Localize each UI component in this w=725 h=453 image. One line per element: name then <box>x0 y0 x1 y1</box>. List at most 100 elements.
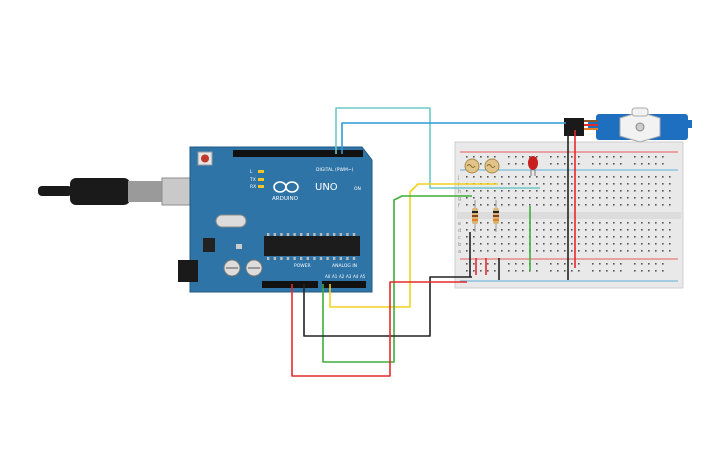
breadboard-hole[interactable] <box>536 270 538 272</box>
breadboard-hole[interactable] <box>515 176 517 178</box>
breadboard-hole[interactable] <box>501 236 503 238</box>
breadboard-hole[interactable] <box>466 229 468 231</box>
breadboard-hole[interactable] <box>550 229 552 231</box>
breadboard-hole[interactable] <box>592 204 594 206</box>
breadboard-hole[interactable] <box>529 204 531 206</box>
breadboard-hole[interactable] <box>620 250 622 252</box>
breadboard-hole[interactable] <box>578 250 580 252</box>
breadboard-hole[interactable] <box>536 236 538 238</box>
breadboard-hole[interactable] <box>641 190 643 192</box>
breadboard-hole[interactable] <box>648 222 650 224</box>
breadboard-hole[interactable] <box>662 176 664 178</box>
breadboard-hole[interactable] <box>620 197 622 199</box>
breadboard-hole[interactable] <box>578 176 580 178</box>
breadboard-hole[interactable] <box>648 156 650 158</box>
breadboard-hole[interactable] <box>648 163 650 165</box>
breadboard-hole[interactable] <box>557 190 559 192</box>
breadboard-hole[interactable] <box>662 163 664 165</box>
breadboard-hole[interactable] <box>473 250 475 252</box>
breadboard-hole[interactable] <box>529 156 531 158</box>
breadboard-hole[interactable] <box>648 236 650 238</box>
breadboard-hole[interactable] <box>466 250 468 252</box>
breadboard-hole[interactable] <box>557 176 559 178</box>
breadboard-hole[interactable] <box>634 176 636 178</box>
breadboard-hole[interactable] <box>571 243 573 245</box>
breadboard-hole[interactable] <box>550 163 552 165</box>
breadboard-hole[interactable] <box>655 229 657 231</box>
breadboard-hole[interactable] <box>571 270 573 272</box>
breadboard-hole[interactable] <box>641 229 643 231</box>
breadboard-hole[interactable] <box>529 190 531 192</box>
breadboard-hole[interactable] <box>613 190 615 192</box>
breadboard-hole[interactable] <box>522 250 524 252</box>
breadboard-hole[interactable] <box>592 197 594 199</box>
breadboard-hole[interactable] <box>669 204 671 206</box>
breadboard-hole[interactable] <box>662 190 664 192</box>
breadboard-hole[interactable] <box>487 229 489 231</box>
breadboard-hole[interactable] <box>585 236 587 238</box>
breadboard-hole[interactable] <box>655 243 657 245</box>
breadboard-hole[interactable] <box>501 204 503 206</box>
breadboard-hole[interactable] <box>620 176 622 178</box>
breadboard-hole[interactable] <box>655 197 657 199</box>
wire-yellow[interactable] <box>329 183 498 308</box>
breadboard-hole[interactable] <box>466 270 468 272</box>
breadboard-hole[interactable] <box>508 190 510 192</box>
breadboard-hole[interactable] <box>543 190 545 192</box>
breadboard-hole[interactable] <box>494 190 496 192</box>
breadboard-hole[interactable] <box>522 176 524 178</box>
breadboard-hole[interactable] <box>501 229 503 231</box>
breadboard-hole[interactable] <box>627 183 629 185</box>
breadboard-hole[interactable] <box>571 236 573 238</box>
breadboard-hole[interactable] <box>627 229 629 231</box>
breadboard-hole[interactable] <box>648 190 650 192</box>
breadboard-hole[interactable] <box>508 250 510 252</box>
breadboard-hole[interactable] <box>648 243 650 245</box>
breadboard-hole[interactable] <box>564 222 566 224</box>
breadboard-hole[interactable] <box>550 263 552 265</box>
breadboard-hole[interactable] <box>564 176 566 178</box>
breadboard-hole[interactable] <box>648 183 650 185</box>
breadboard-hole[interactable] <box>669 197 671 199</box>
breadboard-hole[interactable] <box>655 183 657 185</box>
breadboard-hole[interactable] <box>480 204 482 206</box>
breadboard-hole[interactable] <box>494 229 496 231</box>
breadboard-hole[interactable] <box>578 163 580 165</box>
breadboard-hole[interactable] <box>536 156 538 158</box>
breadboard-hole[interactable] <box>543 204 545 206</box>
wire-red[interactable] <box>291 281 467 377</box>
breadboard-hole[interactable] <box>613 263 615 265</box>
breadboard-hole[interactable] <box>620 156 622 158</box>
breadboard-hole[interactable] <box>641 183 643 185</box>
breadboard-hole[interactable] <box>599 183 601 185</box>
breadboard-hole[interactable] <box>557 229 559 231</box>
breadboard-hole[interactable] <box>466 263 468 265</box>
breadboard-hole[interactable] <box>501 197 503 199</box>
breadboard-hole[interactable] <box>543 236 545 238</box>
breadboard-hole[interactable] <box>501 222 503 224</box>
breadboard-hole[interactable] <box>480 250 482 252</box>
breadboard-hole[interactable] <box>641 176 643 178</box>
wire-blue[interactable] <box>341 122 566 154</box>
breadboard-hole[interactable] <box>655 204 657 206</box>
breadboard-hole[interactable] <box>494 270 496 272</box>
breadboard-hole[interactable] <box>536 176 538 178</box>
breadboard-hole[interactable] <box>473 156 475 158</box>
breadboard-hole[interactable] <box>592 183 594 185</box>
breadboard-hole[interactable] <box>564 190 566 192</box>
breadboard-hole[interactable] <box>634 197 636 199</box>
breadboard-hole[interactable] <box>620 190 622 192</box>
breadboard-hole[interactable] <box>522 263 524 265</box>
breadboard-hole[interactable] <box>599 243 601 245</box>
breadboard-hole[interactable] <box>508 222 510 224</box>
breadboard-hole[interactable] <box>550 250 552 252</box>
breadboard-hole[interactable] <box>641 263 643 265</box>
breadboard-hole[interactable] <box>515 263 517 265</box>
breadboard-hole[interactable] <box>655 263 657 265</box>
breadboard-hole[interactable] <box>634 163 636 165</box>
breadboard-hole[interactable] <box>662 270 664 272</box>
breadboard-hole[interactable] <box>501 190 503 192</box>
breadboard-hole[interactable] <box>592 236 594 238</box>
breadboard-hole[interactable] <box>550 236 552 238</box>
breadboard-hole[interactable] <box>592 222 594 224</box>
